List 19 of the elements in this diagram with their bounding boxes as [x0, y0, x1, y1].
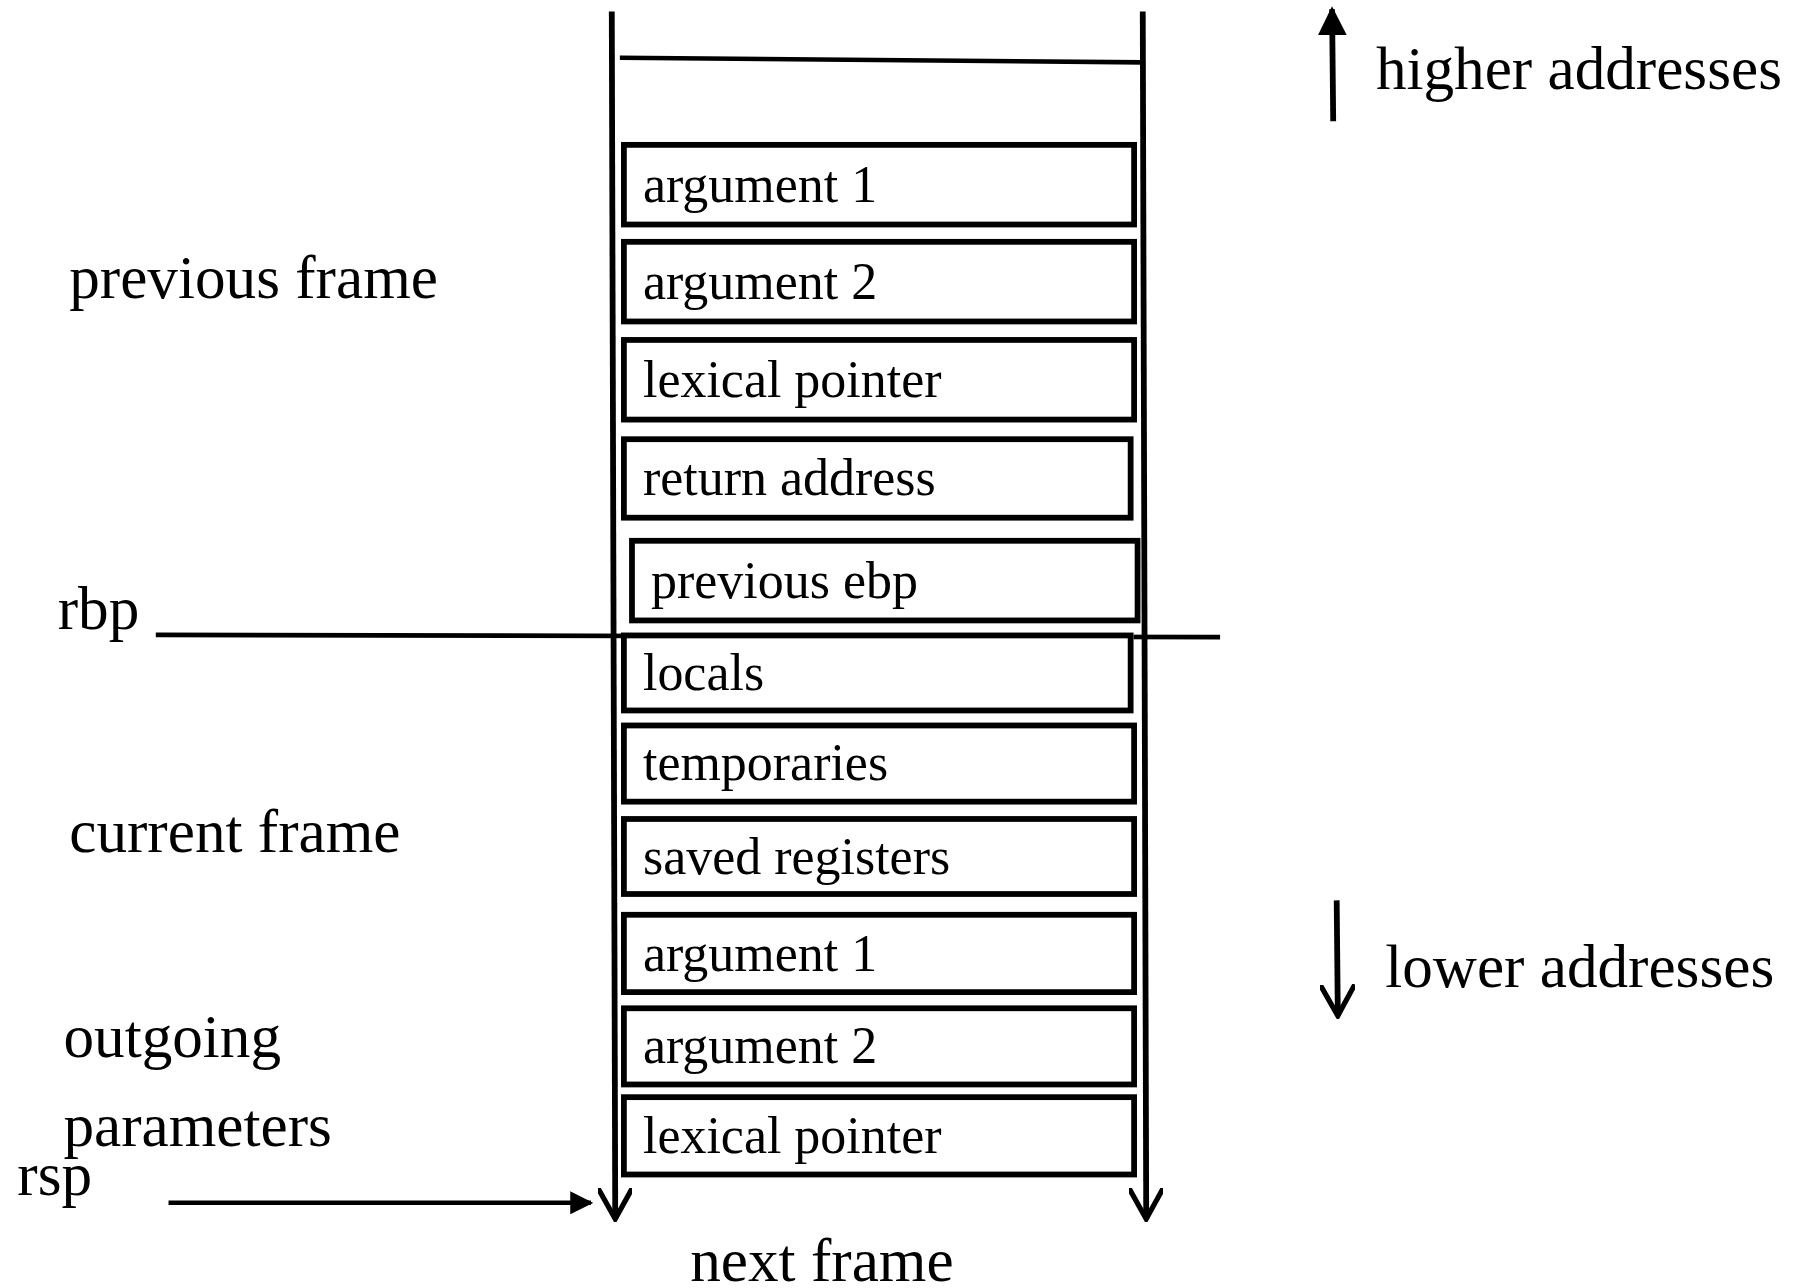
stack-slot: argument 2 — [621, 1005, 1137, 1088]
stack-slot: temporaries — [621, 722, 1137, 805]
frame-label: previous frame — [69, 242, 438, 313]
direction-label: lower addresses — [1385, 931, 1775, 1002]
arrow — [168, 1191, 594, 1215]
stack-slot: argument 1 — [621, 142, 1137, 228]
stack-slot: lexical pointer — [621, 1094, 1137, 1178]
stack-slot: locals — [621, 632, 1134, 714]
frame-label: next frame — [690, 1226, 954, 1288]
stack-slot: return address — [621, 436, 1134, 521]
stack-slot: argument 2 — [621, 238, 1137, 325]
stack-slot: saved registers — [621, 816, 1137, 897]
frame-label: current frame — [69, 796, 401, 867]
stack-slot: lexical pointer — [621, 337, 1137, 423]
register-label: rbp — [57, 565, 140, 652]
frame-label: outgoing parameters — [63, 1002, 333, 1161]
stack-slot: argument 1 — [621, 911, 1137, 995]
stack-slot: previous ebp — [629, 537, 1141, 624]
direction-label: higher addresses — [1375, 33, 1782, 104]
